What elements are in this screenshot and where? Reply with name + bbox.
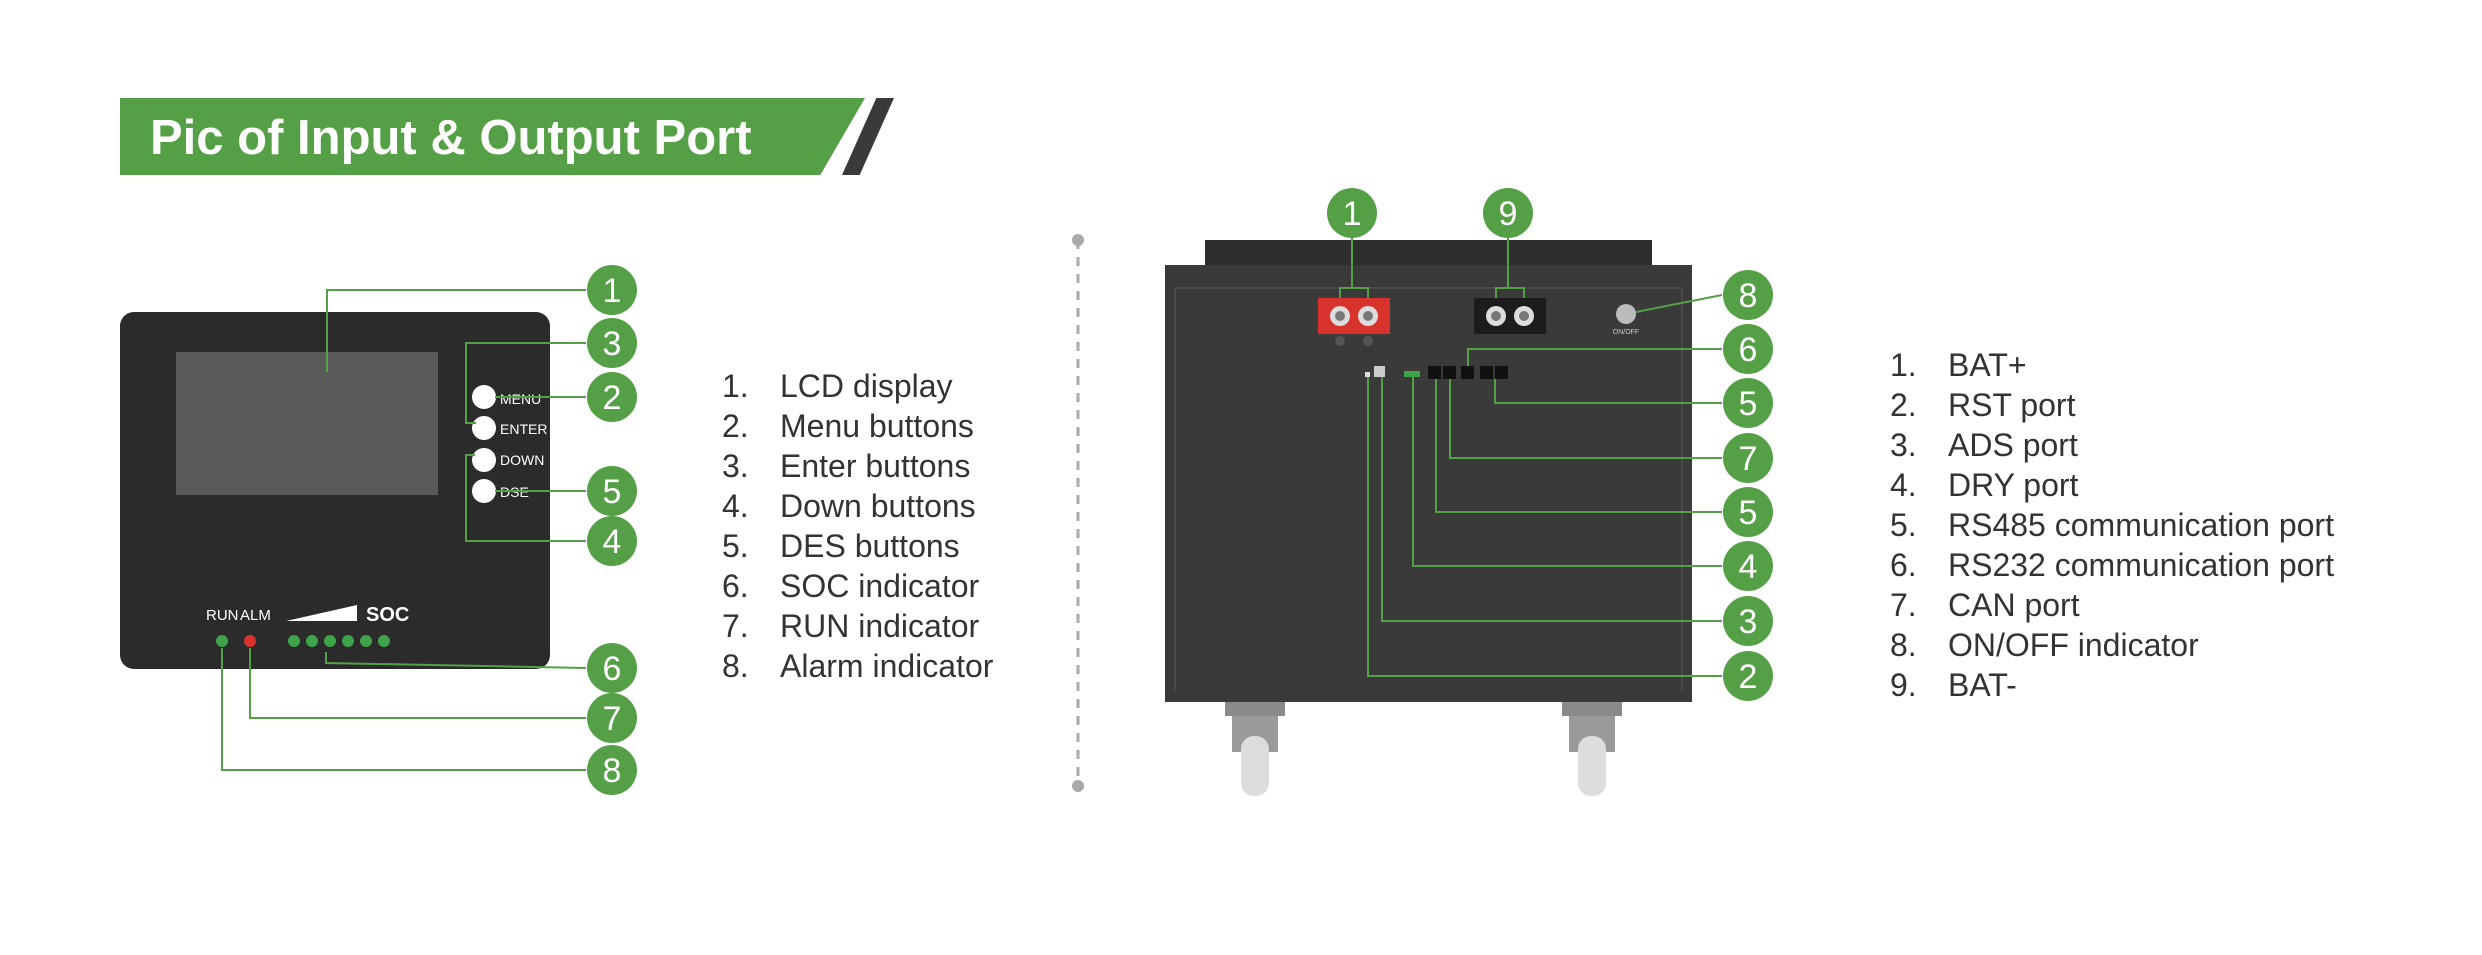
enter-button-label: ENTER [500,421,547,437]
dse-button[interactable] [472,479,496,503]
legend-item: 7.RUN indicator [722,608,980,644]
callout-left-7: 7 [587,693,637,743]
right-callouts: 1 9 8 6 5 7 5 4 3 2 [1327,188,1773,701]
legend-item: 9.BAT- [1890,667,2017,703]
svg-text:3: 3 [603,325,622,363]
callout-right-2: 2 [1723,651,1773,701]
legend-item: 3.ADS port [1890,427,2078,463]
cabinet-legend: 1.BAT+ 2.RST port 3.ADS port 4.DRY port … [1890,345,2334,705]
ads-port[interactable] [1374,366,1385,377]
legend-item: 6.SOC indicator [722,568,980,604]
legend-item: 5.DES buttons [722,528,960,564]
svg-text:5: 5 [1739,385,1758,423]
alm-label: ALM [240,607,271,624]
alarm-indicator-led [244,635,256,647]
soc-label: SOC [366,604,409,626]
left-caster [1225,702,1285,796]
bat-plus-terminal [1318,298,1390,346]
title-banner [120,98,865,175]
control-panel: MENU ENTER DOWN DSE RUN ALM SOC [120,312,550,669]
panel-legend: 1.LCD display 2.Menu buttons 3.Enter but… [722,366,993,686]
legend-item: 8.Alarm indicator [722,648,994,684]
legend-item: 7.CAN port [1890,587,2080,623]
down-button[interactable] [472,448,496,472]
rs485-port-c[interactable] [1495,366,1508,379]
callout-right-3: 3 [1723,596,1773,646]
run-indicator-led [216,635,228,647]
legend-item: 6.RS232 communication port [1890,547,2334,583]
svg-text:8: 8 [1739,277,1758,315]
left-callouts: 1 3 2 5 4 6 7 8 [587,265,637,795]
cabinet-body [1165,265,1692,702]
callout-right-1: 1 [1327,188,1377,238]
lcd-display [176,352,438,495]
svg-text:1: 1 [1343,195,1362,233]
down-button-label: DOWN [500,452,544,468]
svg-text:7: 7 [603,700,622,738]
callout-right-9: 9 [1483,188,1533,238]
legend-item: 1.LCD display [722,368,953,404]
callout-left-2: 2 [587,372,637,422]
svg-text:2: 2 [1739,658,1758,696]
on-off-switch[interactable] [1616,304,1636,324]
page-title: Pic of Input & Output Port [150,111,752,165]
svg-text:7: 7 [1739,440,1758,478]
legend-item: 4.DRY port [1890,467,2079,503]
svg-text:4: 4 [1739,548,1758,586]
callout-left-1: 1 [587,265,637,315]
menu-button-label: MENU [500,391,541,407]
svg-text:3: 3 [1739,603,1758,641]
svg-text:5: 5 [1739,494,1758,532]
rs485-port-a[interactable] [1428,366,1441,379]
bat-minus-terminal [1474,298,1546,334]
legend-item: 3.Enter buttons [722,448,971,484]
run-label: RUN [206,607,239,624]
legend-item: 5.RS485 communication port [1890,507,2334,543]
soc-indicator-leds [288,635,390,647]
soc-wedge-icon [286,605,357,621]
callout-right-8: 8 [1723,270,1773,320]
legend-item: 2.RST port [1890,387,2076,423]
rs485-port-b[interactable] [1480,366,1493,379]
section-divider [1072,234,1084,792]
legend-item: 1.BAT+ [1890,347,2027,383]
svg-text:5: 5 [603,473,622,511]
legend-item: 8.ON/OFF indicator [1890,627,2199,663]
legend-item: 4.Down buttons [722,488,976,524]
legend-item: 2.Menu buttons [722,408,974,444]
right-caster [1562,702,1622,796]
rs232-port[interactable] [1461,366,1474,379]
callout-left-8: 8 [587,745,637,795]
enter-button[interactable] [472,416,496,440]
callout-left-4: 4 [587,516,637,566]
can-port[interactable] [1443,366,1456,379]
right-leader-lines [1339,238,1723,677]
communication-ports [1365,366,1508,379]
callout-right-5a: 5 [1723,378,1773,428]
callout-right-4: 4 [1723,541,1773,591]
menu-button[interactable] [472,385,496,409]
callout-right-6: 6 [1723,324,1773,374]
callout-right-5b: 5 [1723,487,1773,537]
svg-text:1: 1 [603,272,622,310]
svg-text:9: 9 [1499,195,1518,233]
callout-left-6: 6 [587,643,637,693]
svg-text:2: 2 [603,379,622,417]
svg-text:6: 6 [1739,331,1758,369]
svg-text:8: 8 [603,752,622,790]
rst-port[interactable] [1365,372,1370,377]
svg-text:4: 4 [603,523,622,561]
callout-right-7: 7 [1723,433,1773,483]
callout-left-3: 3 [587,318,637,368]
callout-left-5: 5 [587,466,637,516]
dry-port[interactable] [1404,371,1420,377]
on-off-switch-label: ON/OFF [1613,329,1639,336]
battery-cabinet: ON/OFF [1165,240,1692,796]
left-leader-lines [221,289,587,771]
svg-text:6: 6 [603,650,622,688]
